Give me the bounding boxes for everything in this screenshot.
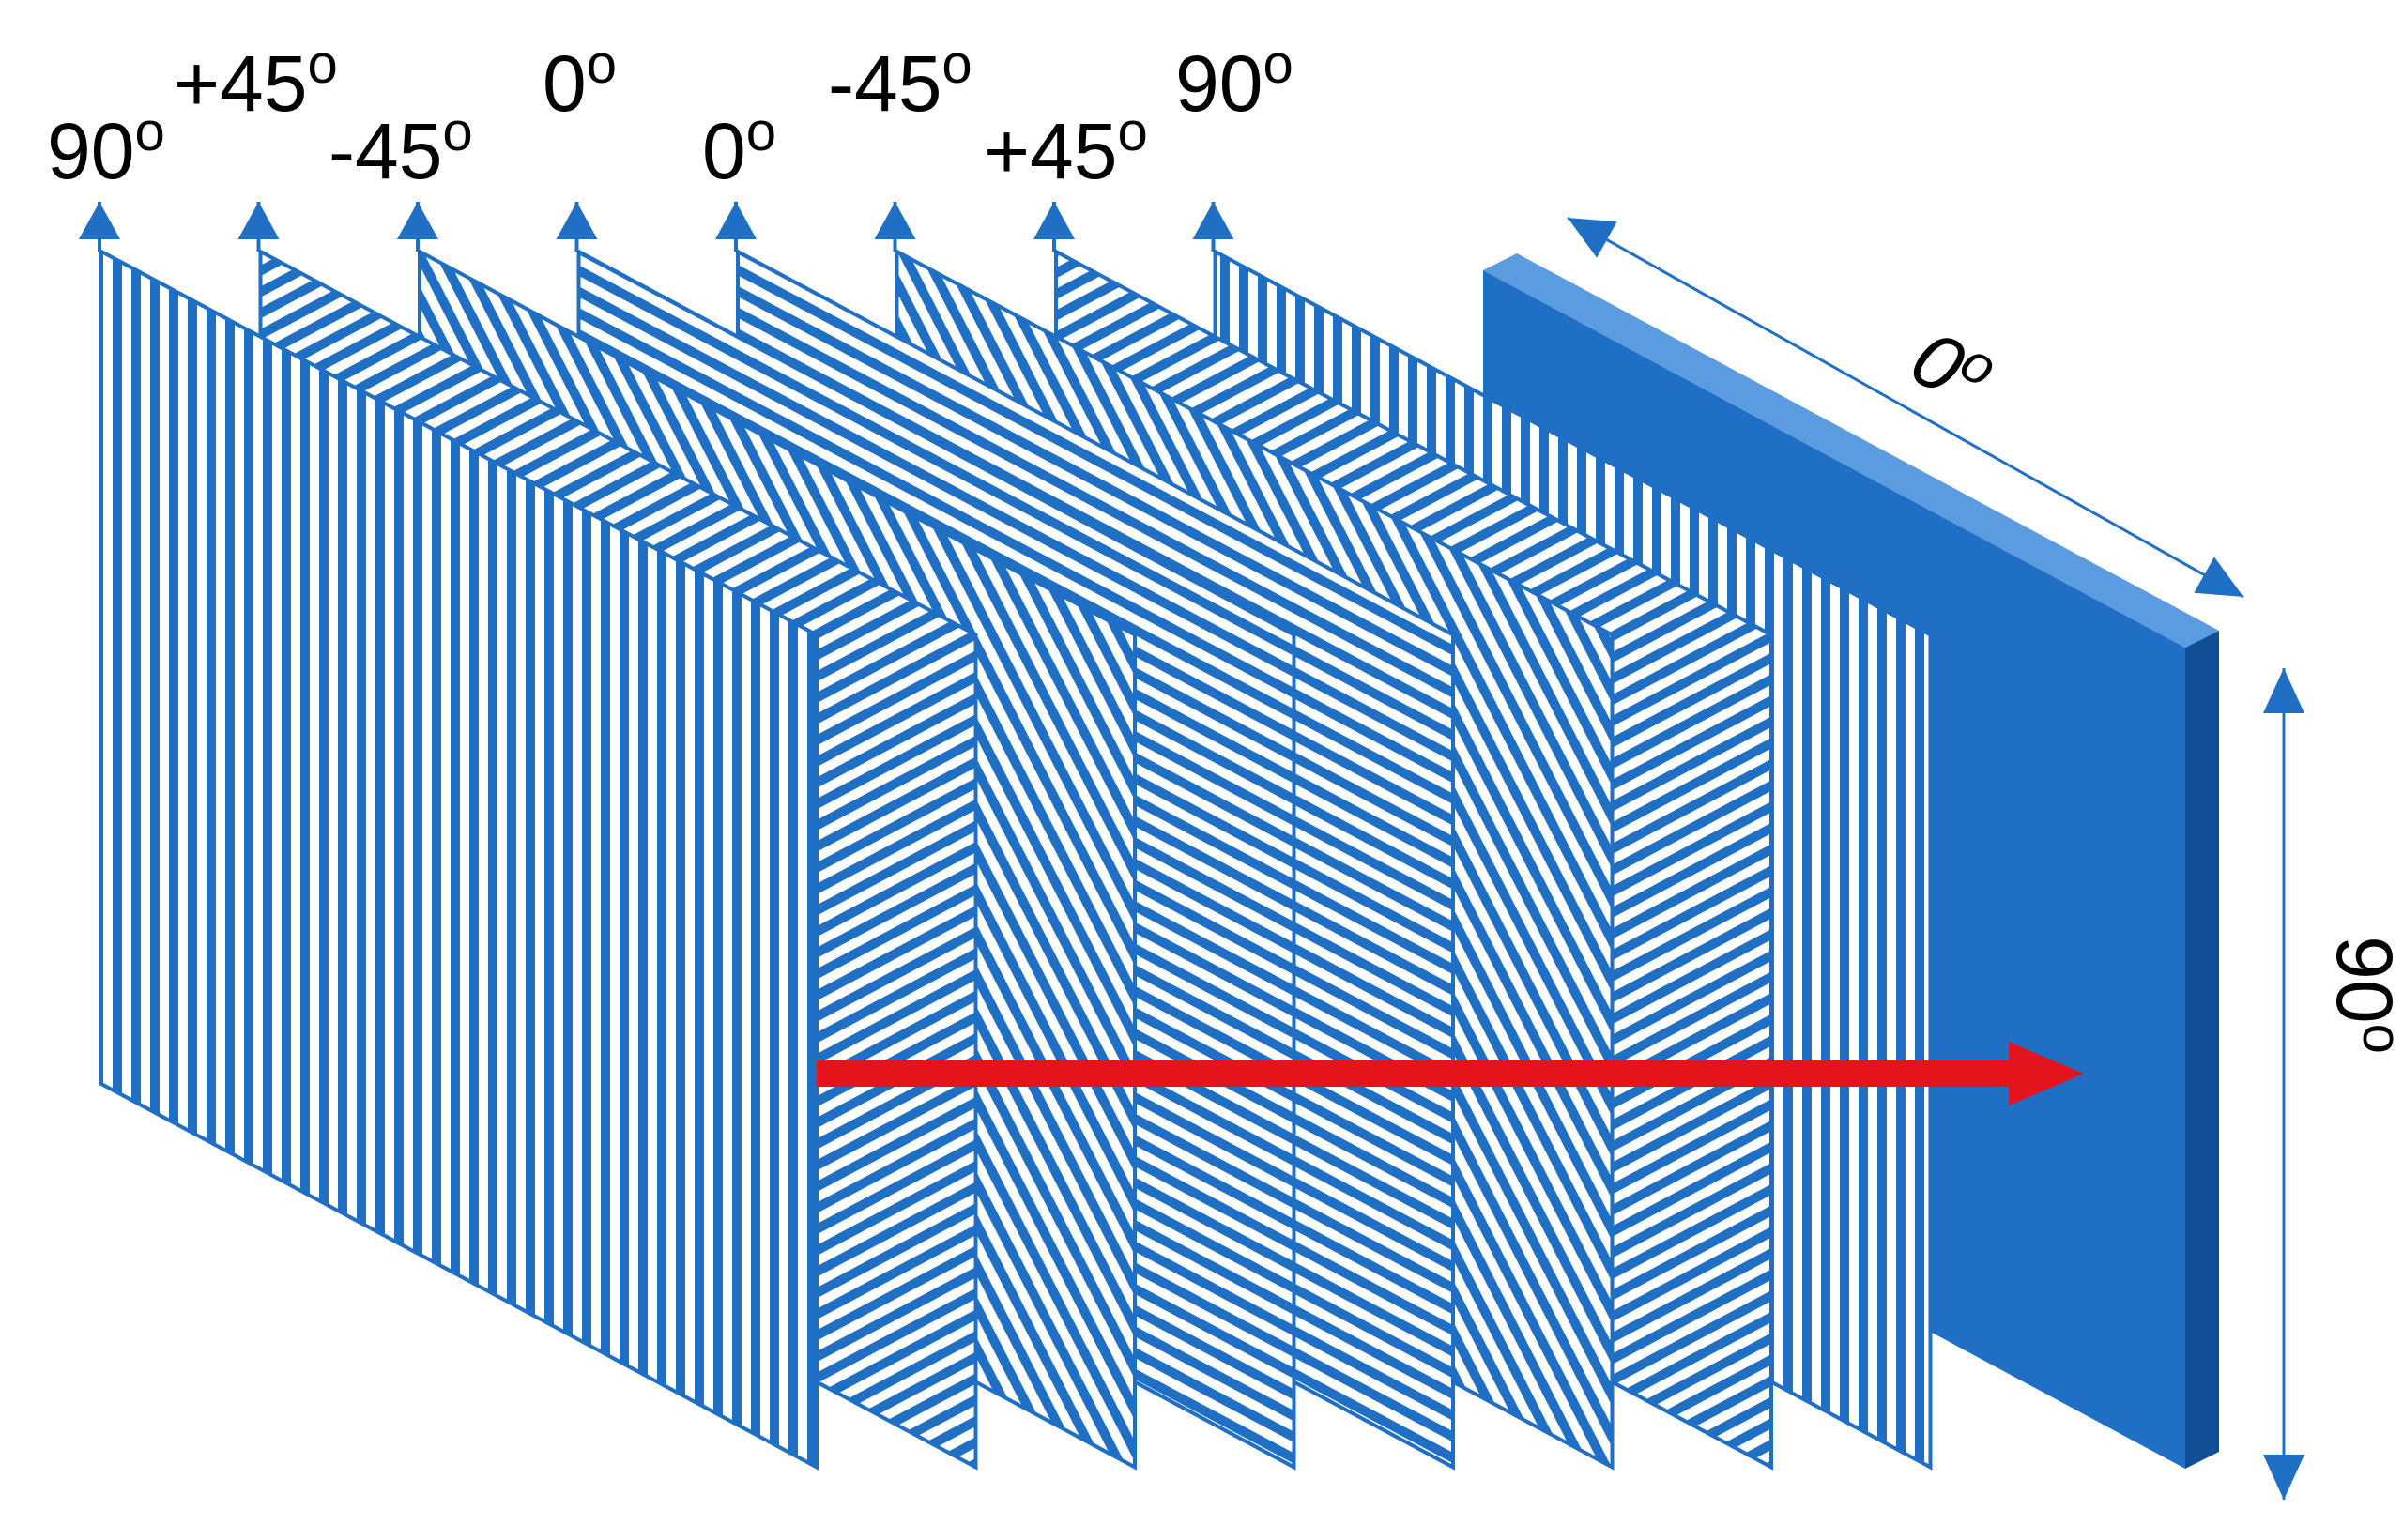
triangle-up-icon <box>1033 202 1075 239</box>
dimension-line-0 <box>1567 216 2244 599</box>
ply-layer <box>79 202 819 1471</box>
ply-label: 90o <box>47 101 165 195</box>
triangle-up-icon <box>1192 202 1234 239</box>
ply-label: 0o <box>543 34 617 128</box>
ply-label: +45o <box>984 101 1148 195</box>
triangle-up-icon <box>237 202 280 239</box>
ply-label: -45o <box>329 101 473 195</box>
triangle-up-icon <box>397 202 438 239</box>
ply-label: -45o <box>828 34 972 128</box>
direction-arrow <box>817 1042 2084 1105</box>
arrow-shaft <box>817 1060 2028 1087</box>
triangle-up-icon <box>715 202 757 239</box>
panel-side-edge <box>2185 631 2219 1469</box>
ply-label: 0o <box>702 101 776 195</box>
ply-layers <box>79 202 1933 1471</box>
arrowhead-icon <box>2263 1455 2304 1500</box>
triangle-up-icon <box>874 202 916 239</box>
ply-label: +45o <box>174 34 338 128</box>
triangle-up-icon <box>79 202 120 239</box>
triangle-up-icon <box>556 202 598 239</box>
arrowhead-icon <box>2263 668 2304 713</box>
arrowhead-icon <box>2194 557 2243 597</box>
dimension-label-90: 90o <box>2320 936 2403 1054</box>
panel-top-edge <box>1483 253 2219 648</box>
arrow-right-icon <box>2009 1042 2084 1105</box>
arrowhead-icon <box>1568 218 1617 258</box>
dimension-label-0: 0o <box>1897 310 2007 426</box>
ply-label: 90o <box>1175 34 1293 128</box>
